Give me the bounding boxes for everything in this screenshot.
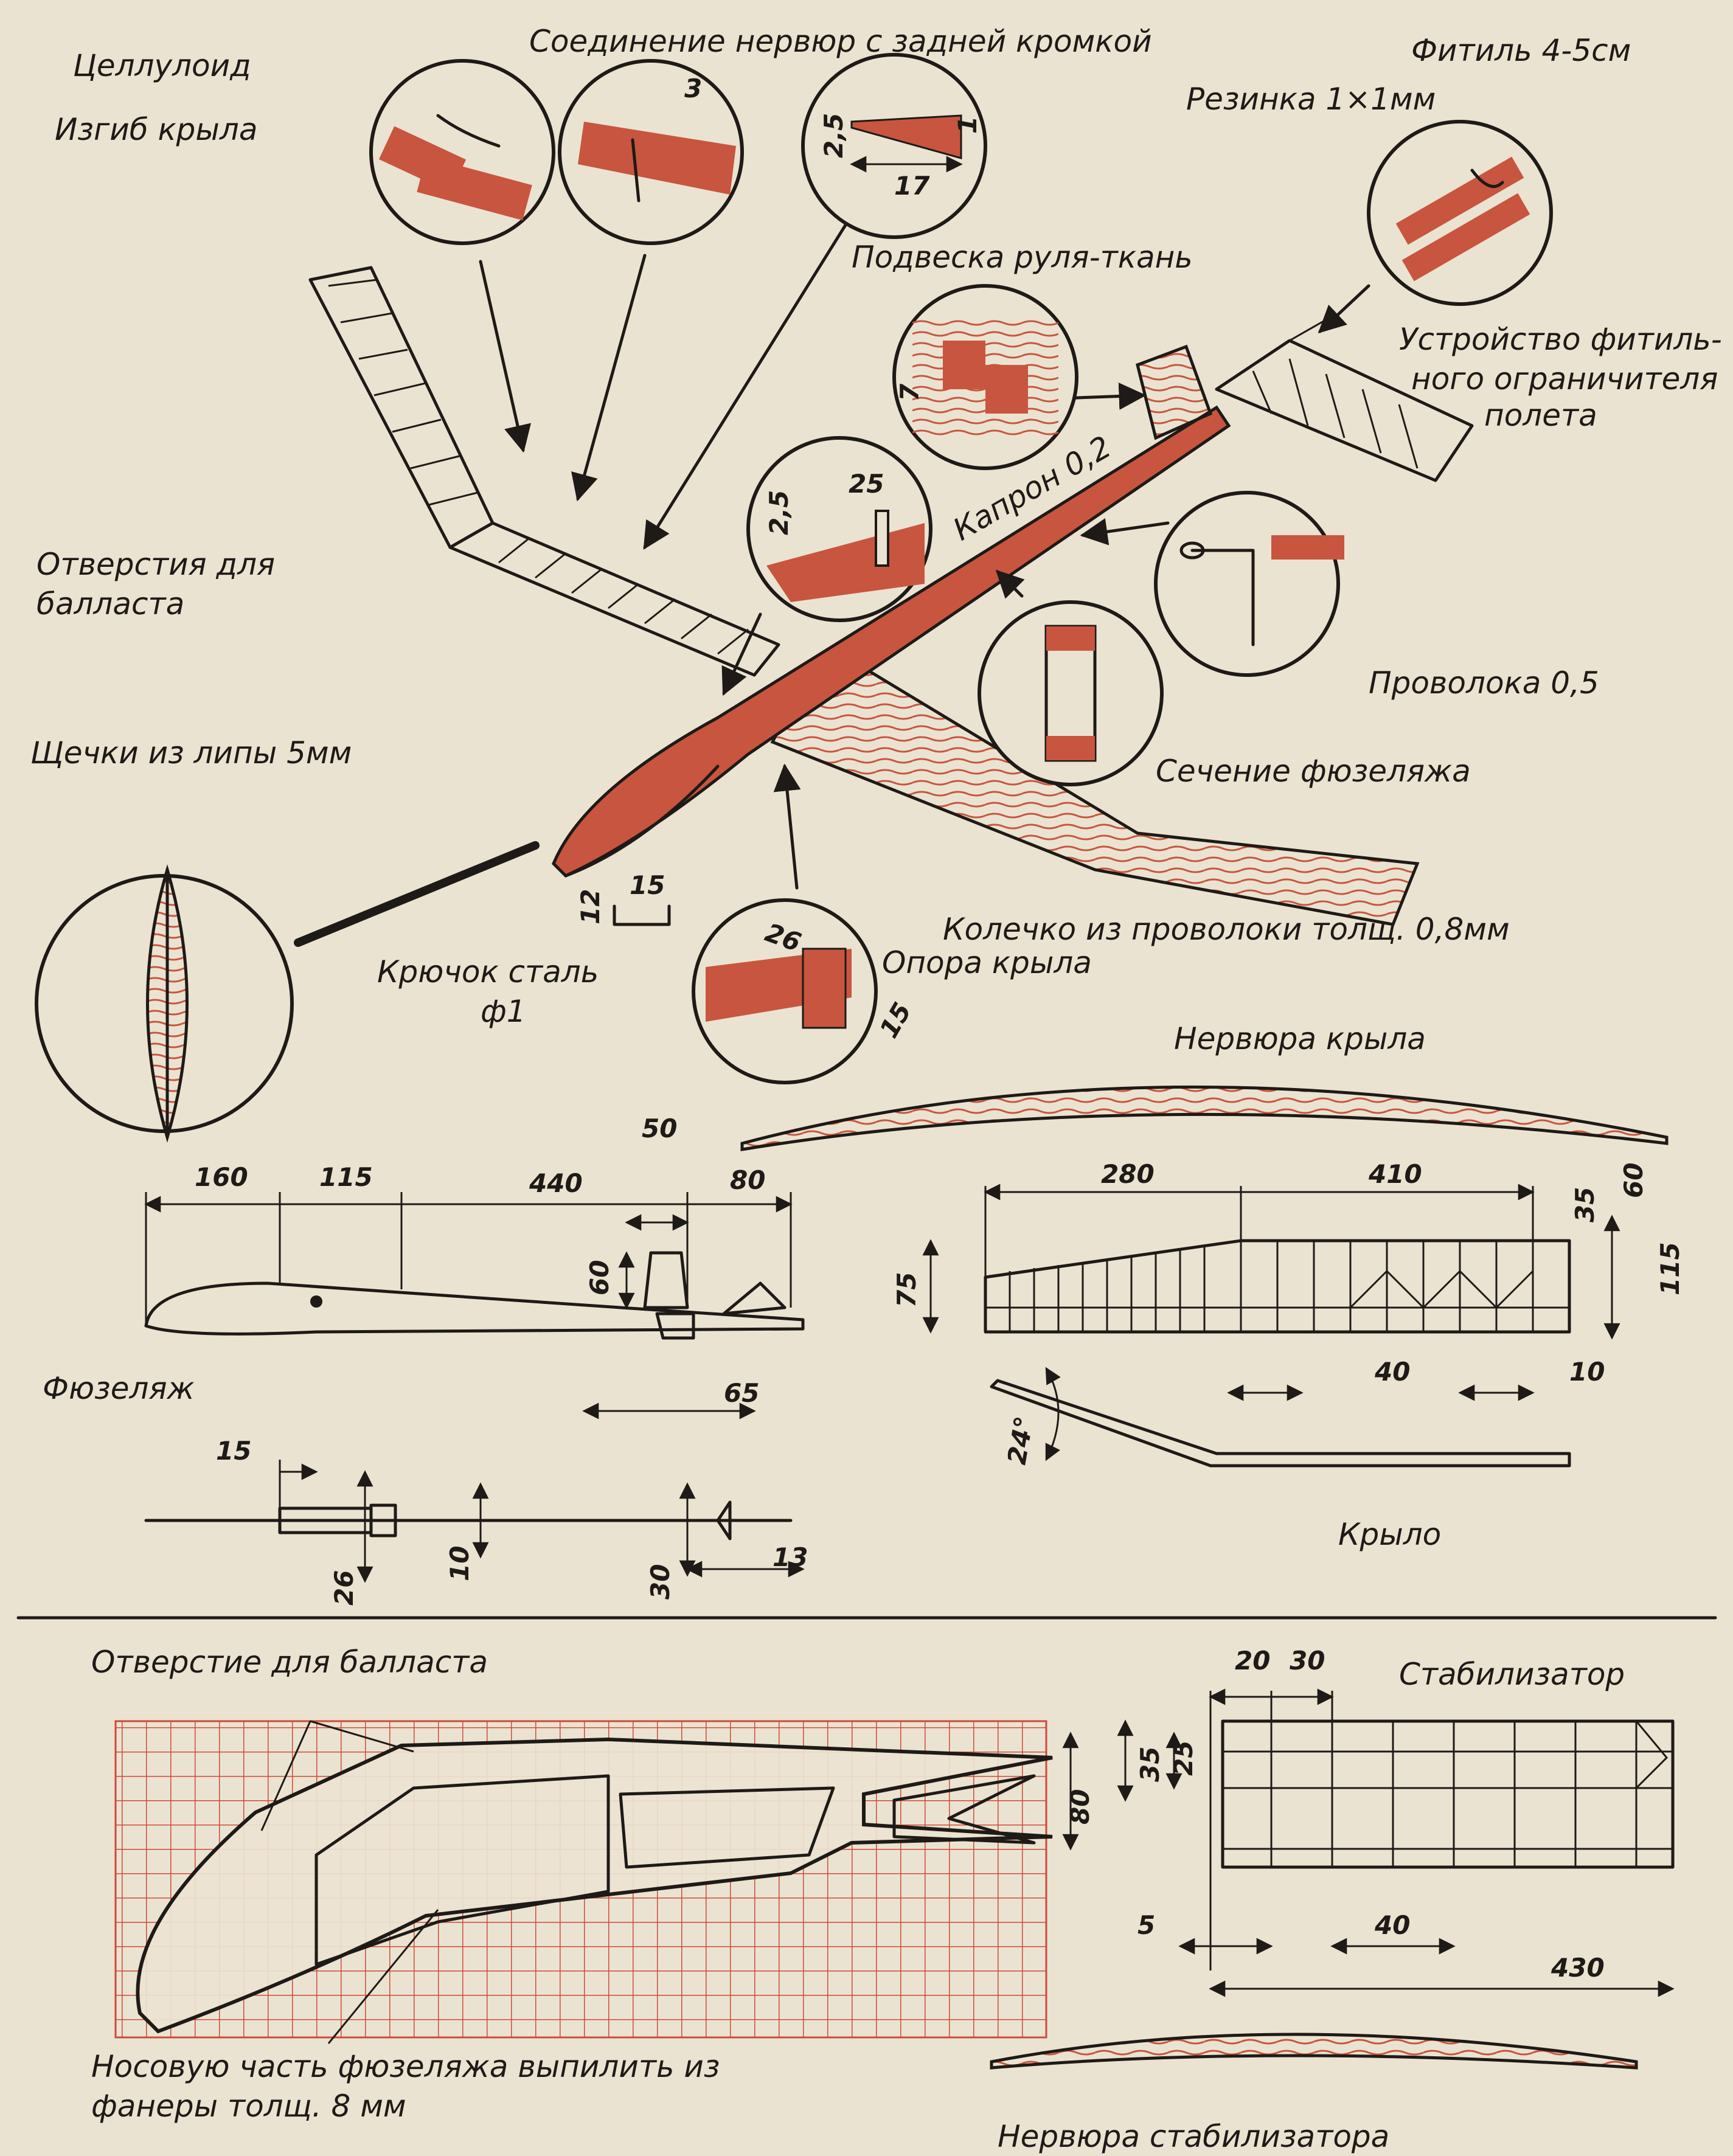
dim-w10: 10 (1569, 1357, 1605, 1387)
dim-1: 1 (953, 116, 982, 134)
detail-wing-support (692, 898, 878, 1084)
label-rib-joint: Соединение нервюр с задней кромкой (529, 24, 1152, 59)
dim-s80: 80 (1065, 1789, 1095, 1825)
label-fuselage: Фюзеляж (43, 1371, 195, 1406)
stabilizer-rib-profile (990, 2033, 1638, 2070)
label-stabilizer: Стабилизатор (1399, 1657, 1625, 1692)
dimension-values: 3 2,5 1 17 7 25 2,5 12 15 26 15 160 115 … (195, 74, 1685, 1983)
vertical-fin (1136, 344, 1213, 440)
dim-15-b: 15 (873, 997, 917, 1043)
dim-25-a: 25 (849, 469, 884, 499)
dim-w75: 75 (892, 1272, 922, 1308)
stabilizer-iso (1215, 339, 1474, 482)
detail-rib-joint (558, 59, 744, 245)
label-fuse-limiter-3: полета (1484, 398, 1597, 433)
label-ballast-holes-1: Отверстия для (36, 547, 275, 582)
label-celluloid: Целлулоид (73, 48, 251, 83)
fuselage-nose-line (564, 764, 720, 878)
dim-f50: 50 (642, 1114, 677, 1143)
dim-f30: 30 (645, 1564, 675, 1600)
glider-isometric-view (308, 266, 1474, 926)
left-wing-ribs (328, 279, 749, 655)
dim-2-5-a: 2,5 (819, 113, 849, 158)
dim-f80: 80 (730, 1165, 765, 1195)
dim-f160: 160 (195, 1162, 248, 1192)
left-wing-center-panel (448, 521, 780, 677)
label-cheeks: Щечки из липы 5мм (30, 735, 352, 771)
label-wing-bend: Изгиб крыла (55, 112, 258, 147)
dim-s430: 430 (1551, 1953, 1605, 1983)
dim-s35: 35 (1135, 1747, 1165, 1782)
fuse-string (1289, 315, 1333, 342)
label-fuse: Фитиль 4-5см (1411, 33, 1631, 68)
hook-sketch (613, 904, 671, 926)
dim-f13: 13 (773, 1542, 808, 1572)
dim-s25: 25 (1169, 1741, 1198, 1776)
dim-3: 3 (684, 74, 702, 103)
dim-f60: 60 (585, 1260, 614, 1295)
detail-trailing-edge (801, 53, 987, 239)
label-stab-rib: Нервюра стабилизатора (998, 2119, 1389, 2154)
label-hook-1: Крючок сталь (377, 954, 599, 990)
fuselage-top-view (144, 1460, 805, 1583)
fuselage-body (552, 405, 1231, 878)
dim-s5: 5 (1137, 1910, 1155, 1940)
detail-wing-mount (746, 436, 932, 622)
label-fuselage-section: Сечение фюзеляжа (1156, 754, 1471, 789)
dim-f115: 115 (319, 1162, 373, 1192)
fuselage-side-view (144, 1192, 805, 1419)
label-ballast-holes-2: балласта (36, 586, 184, 622)
detail-fuse-limiter (1367, 120, 1553, 306)
label-wing-rib: Нервюра крыла (1174, 1021, 1426, 1056)
fuselage-template-grid (114, 1720, 1079, 2044)
dim-17: 17 (894, 171, 930, 201)
label-fuse-limiter-2: ного ограничителя (1411, 361, 1718, 397)
dim-15-a: 15 (630, 870, 665, 900)
labels: Соединение нервюр с задней кромкой Целлу… (30, 24, 1722, 2154)
detail-wire-hook (1154, 491, 1344, 677)
dim-f26: 26 (329, 1570, 359, 1606)
dim-7: 7 (895, 383, 925, 401)
dim-w280: 280 (1101, 1159, 1155, 1189)
detail-fuselage-section (978, 600, 1164, 786)
dim-f10: 10 (445, 1546, 474, 1581)
label-ballast-hole: Отверстие для балласта (91, 1645, 488, 1680)
detail-cheeks (35, 864, 294, 1143)
dim-s30: 30 (1290, 1646, 1325, 1676)
dim-f65: 65 (724, 1378, 759, 1408)
dim-f15: 15 (216, 1436, 251, 1466)
dim-s40: 40 (1374, 1910, 1410, 1940)
dim-w24: 24° (1002, 1414, 1040, 1467)
dim-w35: 35 (1570, 1187, 1600, 1222)
right-wing (770, 655, 1420, 926)
dim-s20: 20 (1235, 1646, 1270, 1676)
stabilizer-ribs-iso (1252, 358, 1419, 469)
left-wing-tip-panel (308, 266, 495, 549)
dim-2-5-b: 2,5 (764, 490, 794, 535)
wing-plan-view (922, 1184, 1620, 1468)
label-wing: Крыло (1338, 1517, 1441, 1552)
stabilizer-plan-view (1117, 1688, 1675, 1997)
label-rubber: Резинка 1×1мм (1186, 81, 1436, 117)
dim-f440: 440 (529, 1168, 583, 1198)
dim-w115: 115 (1655, 1242, 1685, 1295)
detail-rudder-hinge (892, 284, 1078, 470)
label-ring: Колечко из проволоки толщ. 0,8мм (943, 912, 1510, 947)
label-nose-note-1: Носовую часть фюзеляжа выпилить из (91, 2049, 720, 2084)
label-wing-support: Опора крыла (882, 945, 1092, 980)
label-rudder-hinge: Подвеска руля-ткань (852, 240, 1193, 275)
detail-celluloid-bend (369, 59, 555, 245)
dim-w40: 40 (1374, 1357, 1410, 1387)
label-hook-2: ф1 (481, 994, 526, 1029)
label-wire: Проволока 0,5 (1369, 665, 1599, 701)
dim-w410: 410 (1368, 1159, 1422, 1189)
label-fuse-limiter-1: Устройство фитиль- (1399, 322, 1722, 357)
label-nose-note-2: фанеры толщ. 8 мм (91, 2088, 406, 2124)
dim-w60: 60 (1619, 1163, 1648, 1198)
wing-rib-profile (740, 1085, 1669, 1151)
dim-12: 12 (575, 889, 605, 924)
